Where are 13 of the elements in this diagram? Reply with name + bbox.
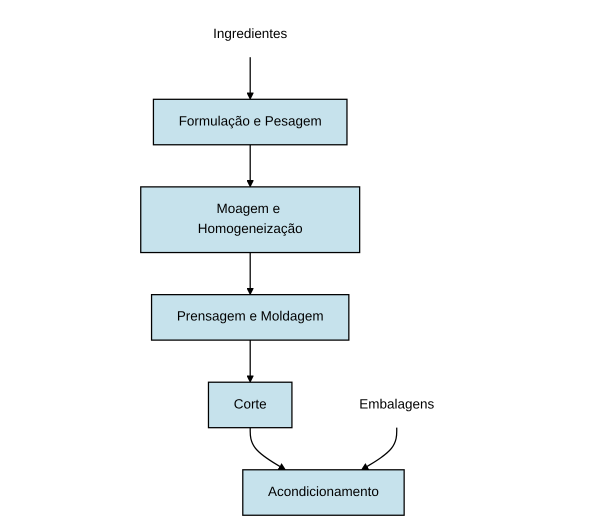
arrow xyxy=(362,428,398,470)
node-text: Embalagens xyxy=(360,397,435,412)
node-box: Prensagem e Moldagem xyxy=(151,294,350,341)
arrow xyxy=(250,428,286,470)
arrow xyxy=(246,57,254,100)
node-text: Ingredientes xyxy=(214,26,288,42)
arrow xyxy=(246,252,254,295)
node-box: Moagem e Homogeneização xyxy=(140,186,361,254)
arrow xyxy=(246,340,254,383)
node-box: Acondicionamento xyxy=(242,469,406,516)
arrow xyxy=(246,144,254,188)
node-box: Formulação e Pesagem xyxy=(153,98,348,146)
node-box: Corte xyxy=(208,382,293,428)
